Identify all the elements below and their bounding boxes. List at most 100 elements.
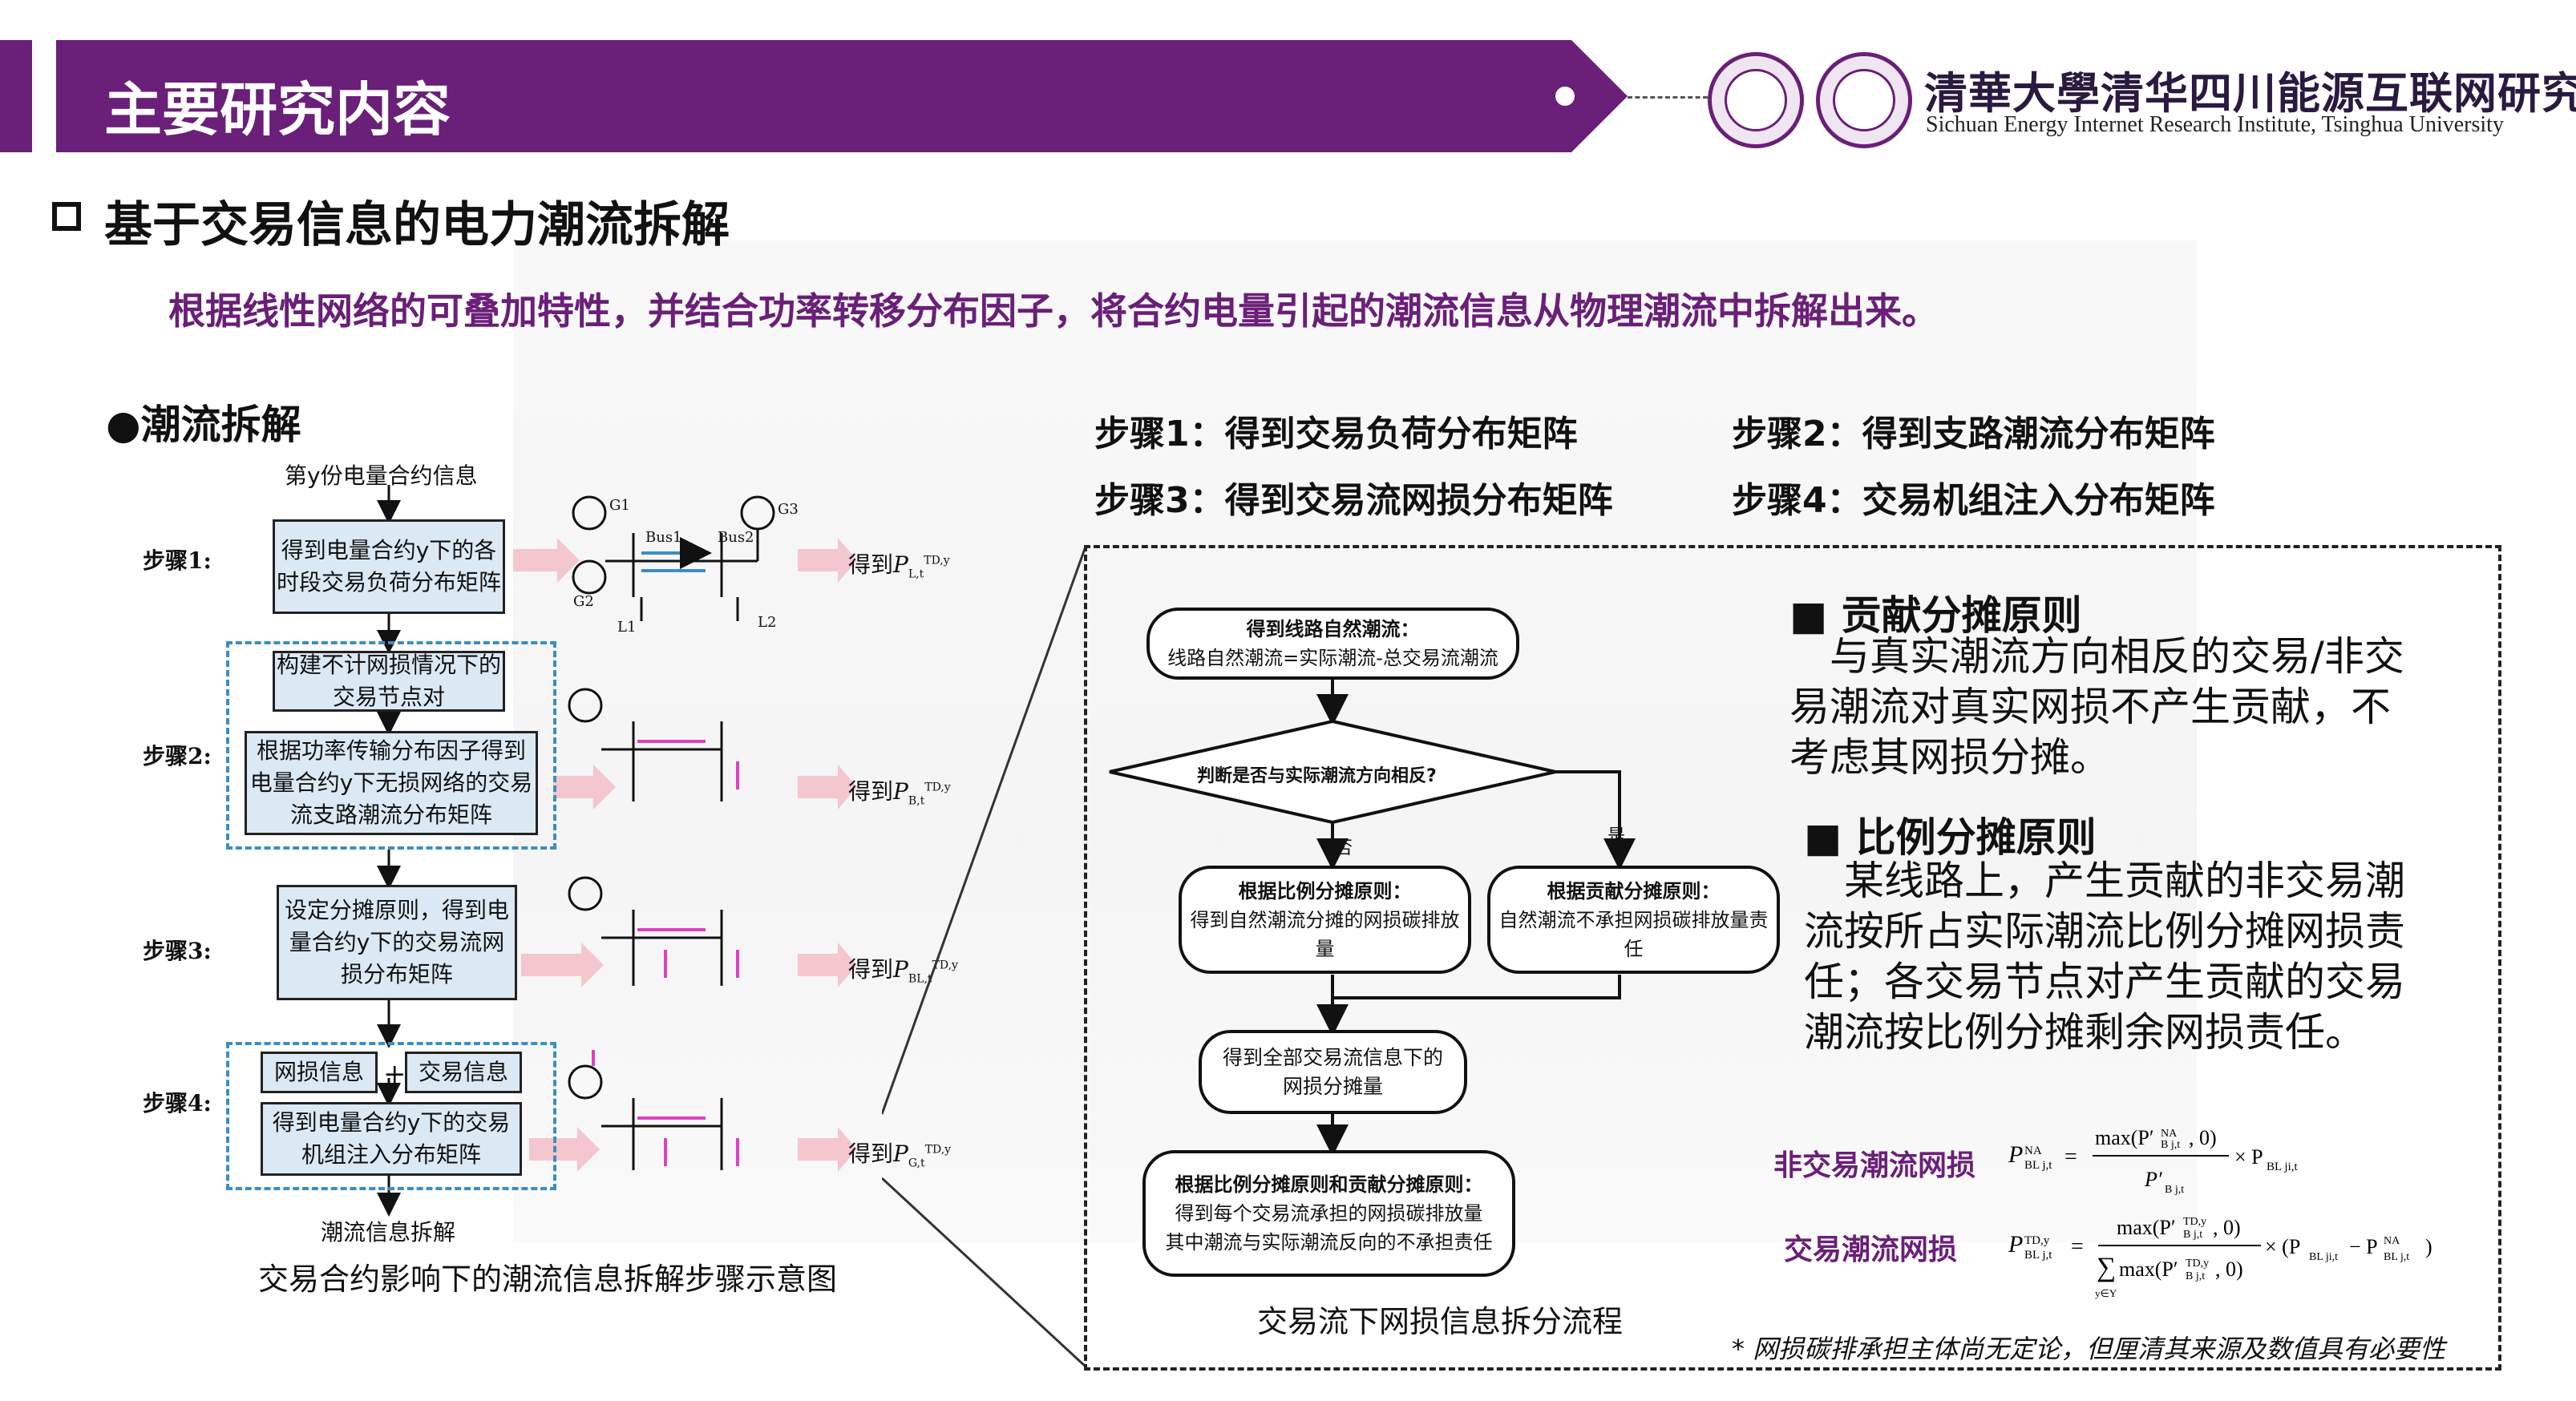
svg-text:B j,t: B j,t [2161,1139,2180,1151]
formula2: P TD,y BL j,t = max(P′ TD,y B j,t , 0) ∑… [2008,1202,2473,1313]
svg-text:P: P [2008,1231,2023,1258]
output-step4: 得到PG,tTD,y [848,1141,952,1170]
principle2-text: 某线路上，产生贡献的非交易潮流按所占实际潮流比例分摊网损责任；各交易节点对产生贡… [1804,858,2405,1056]
step1-box: 得到电量合约y下的各时段交易负荷分布矩阵 [273,519,505,614]
formula1: P NA BL j,t = max(P′ NA B j,t , 0) P′ B … [2008,1114,2345,1209]
net-label-l2: L2 [758,614,777,631]
flow-node-final: 根据比例分摊原则和贡献分摊原则：得到每个交易流承担的网损碳排放量其中潮流与实际潮… [1142,1150,1515,1277]
svg-text:max(P′: max(P′ [2117,1216,2176,1239]
net-label-bus2: Bus2 [718,529,754,546]
flowchart-arrows [1109,677,1636,1157]
left-diagram-caption: 交易合约影响下的潮流信息拆解步骤示意图 [258,1262,838,1297]
principle1-title: ■ 贡献分摊原则 [1789,592,2082,639]
step1-label: 步骤1: [143,547,212,574]
output-step1: 得到PL,tTD,y [848,551,950,581]
tsinghua-seal-logo [1708,52,1804,148]
svg-text:): ) [2425,1235,2432,1258]
step2-summary: 步骤2：得到支路潮流分布矩阵 [1732,414,2215,454]
svg-text:max(P′: max(P′ [2095,1126,2154,1149]
step4-label: 步骤4: [143,1090,212,1116]
svg-text:P′: P′ [2144,1168,2162,1191]
step4-group [226,1042,556,1190]
step2-group [226,641,556,850]
flow-node-natural-flow: 得到线路自然潮流：线路自然潮流=实际潮流-总交易流潮流 [1146,608,1519,680]
formula1-label: 非交易潮流网损 [1773,1149,1976,1182]
institute-name-en: Sichuan Energy Internet Research Institu… [1926,112,2504,137]
net-label-g1: G1 [609,497,630,514]
principle2-title: ■ 比例分摊原则 [1804,814,2097,861]
checkbox-square-icon [52,202,81,231]
net-label-g2: G2 [573,593,594,610]
section-title: 基于交易信息的电力潮流拆解 [104,197,730,253]
institute-name-cn: 清華大學清华四川能源互联网研究院 [1924,68,2576,119]
contract-input-label: 第y份电量合约信息 [285,462,478,489]
header-dot [1555,87,1575,106]
net-label-g3: G3 [778,501,799,518]
svg-text:, 0): , 0) [2189,1126,2217,1149]
step3-box: 设定分摊原则，得到电量合约y下的交易流网损分布矩阵 [277,885,517,1000]
step4-summary: 步骤4：交易机组注入分布矩阵 [1732,480,2215,521]
net-label-l1: L1 [617,619,637,636]
output-step2: 得到PB,tTD,y [848,778,951,808]
flowchart-caption: 交易流下网损信息拆分流程 [1257,1304,1624,1339]
header-left-strip [0,40,32,152]
flow-no-label: 否 [1335,838,1353,858]
zoom-connector-lines [882,546,1087,1368]
svg-text:NA: NA [2024,1145,2042,1157]
flow-node-proportional: 根据比例分摊原则：得到自然潮流分摊的网损碳排放量 [1179,866,1471,974]
svg-text:TD,y: TD,y [2024,1234,2050,1247]
bullet-title: ●潮流拆解 [106,402,301,448]
header-bar [56,40,1571,152]
svg-text:× P: × P [2234,1145,2263,1169]
step2b-box: 根据功率传输分布因子得到电量合约y下无损网络的交易流支路潮流分布矩阵 [245,731,538,835]
output-step3: 得到PBL,tTD,y [848,956,958,986]
svg-text:BL j,t: BL j,t [2384,1251,2409,1263]
step4c-box: 得到电量合约y下的交易机组注入分布矩阵 [261,1102,522,1176]
step3-label: 步骤3: [143,938,212,964]
step2-label: 步骤2: [143,743,212,769]
svg-text:× (P: × (P [2265,1235,2300,1258]
page-title: 主要研究内容 [104,76,451,143]
flow-node-contribution: 根据贡献分摊原则：自然潮流不承担网损碳排放量责任 [1487,866,1780,974]
step4a-box: 网损信息 [261,1052,378,1093]
svg-text:NA: NA [2161,1128,2178,1140]
plus-sign: + [383,1058,406,1090]
svg-text:y∈Y: y∈Y [2095,1287,2117,1299]
svg-text:NA: NA [2384,1235,2400,1247]
left-diagram-connectors [377,485,857,1217]
svg-text:TD,y: TD,y [2183,1216,2206,1228]
flow-yes-label: 是 [1607,826,1626,846]
right-panel [1084,545,2501,1371]
svg-text:BL j,t: BL j,t [2024,1249,2052,1262]
svg-text:=: = [2064,1145,2077,1169]
formula2-label: 交易潮流网损 [1784,1233,1958,1266]
net-label-bus1: Bus1 [645,529,682,546]
svg-text:P: P [2008,1141,2023,1168]
svg-text:∑: ∑ [2097,1253,2116,1282]
step3-summary: 步骤3：得到交易流网损分布矩阵 [1094,480,1613,521]
flow-decomposition-label: 潮流信息拆解 [321,1219,456,1246]
svg-text:, 0): , 0) [2213,1216,2241,1239]
svg-text:BL ji,t: BL ji,t [2309,1251,2338,1263]
svg-text:B j,t: B j,t [2186,1270,2205,1282]
header-dashed-line [1628,96,1708,99]
step1-summary: 步骤1：得到交易负荷分布矩阵 [1094,414,1578,454]
section-subtitle: 根据线性网络的可叠加特性，并结合功率转移分布因子，将合约电量引起的潮流信息从物理… [168,289,1939,333]
institute-seal-logo [1816,52,1912,148]
footnote: * 网损碳排承担主体尚无定论，但厘清其来源及数值具有必要性 [1732,1334,2446,1364]
svg-text:B j,t: B j,t [2183,1229,2202,1241]
step4b-box: 交易信息 [405,1052,522,1093]
step2a-box: 构建不计网损情况下的交易节点对 [273,651,505,712]
flow-decision-text: 判断是否与实际潮流方向相反? [1197,766,1437,786]
header-arrow-tip [1571,40,1628,152]
svg-text:, 0): , 0) [2215,1258,2243,1281]
svg-text:max(P′: max(P′ [2119,1258,2178,1281]
svg-text:− P: − P [2349,1235,2378,1258]
svg-text:BL ji,t: BL ji,t [2267,1161,2298,1173]
principle1-text: 与真实潮流方向相反的交易/非交易潮流对真实网损不产生贡献，不考虑其网损分摊。 [1789,633,2404,781]
svg-text:=: = [2071,1234,2084,1259]
svg-text:B j,t: B j,t [2165,1184,2184,1196]
svg-text:TD,y: TD,y [2186,1258,2209,1270]
svg-text:BL j,t: BL j,t [2024,1159,2052,1172]
flow-node-all-trades: 得到全部交易流信息下的网损分摊量 [1199,1030,1467,1114]
